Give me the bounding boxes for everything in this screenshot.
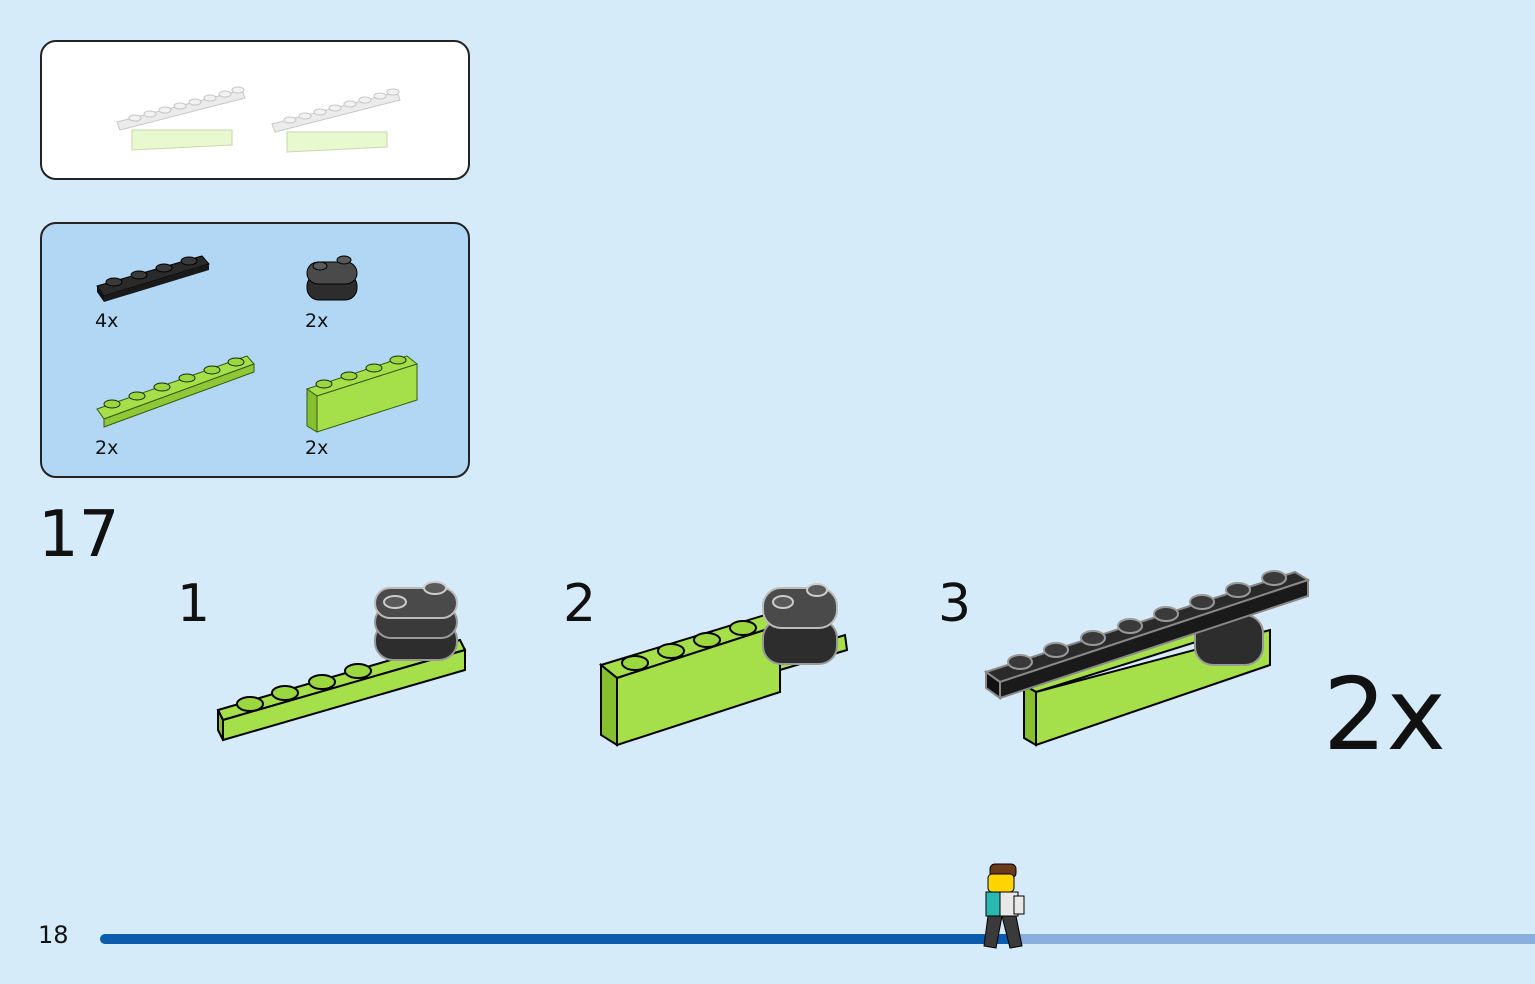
substep-2-illustration bbox=[598, 583, 849, 747]
part-round-plate-icon bbox=[306, 255, 358, 301]
progress-bar bbox=[100, 934, 1535, 944]
preview-model-illustration bbox=[116, 86, 401, 153]
part-qty-label: 2x bbox=[95, 437, 119, 459]
preview-panel bbox=[40, 40, 470, 180]
substep-label: 1 bbox=[177, 574, 211, 634]
parts-list-panel: 4x 2x 2x 2x bbox=[40, 222, 470, 478]
part-qty-label: 4x bbox=[95, 310, 119, 332]
part-qty-label: 2x bbox=[305, 437, 329, 459]
part-lime-plate-icon bbox=[96, 355, 255, 428]
substep-3-illustration bbox=[983, 570, 1311, 747]
progress-bar-fill bbox=[100, 934, 1019, 944]
part-black-plate-icon bbox=[96, 255, 210, 302]
step-multiplier: 2x bbox=[1323, 656, 1446, 773]
part-qty-label: 2x bbox=[305, 310, 329, 332]
parts-list-illustration bbox=[96, 255, 419, 433]
step-number: 17 bbox=[38, 498, 120, 572]
substep-label: 2 bbox=[563, 574, 597, 634]
page-number: 18 bbox=[38, 921, 69, 949]
substep-label: 3 bbox=[938, 574, 972, 634]
substep-1-illustration bbox=[216, 581, 467, 742]
minifigure-icon bbox=[983, 863, 1025, 949]
part-lime-brick-icon bbox=[305, 355, 419, 433]
